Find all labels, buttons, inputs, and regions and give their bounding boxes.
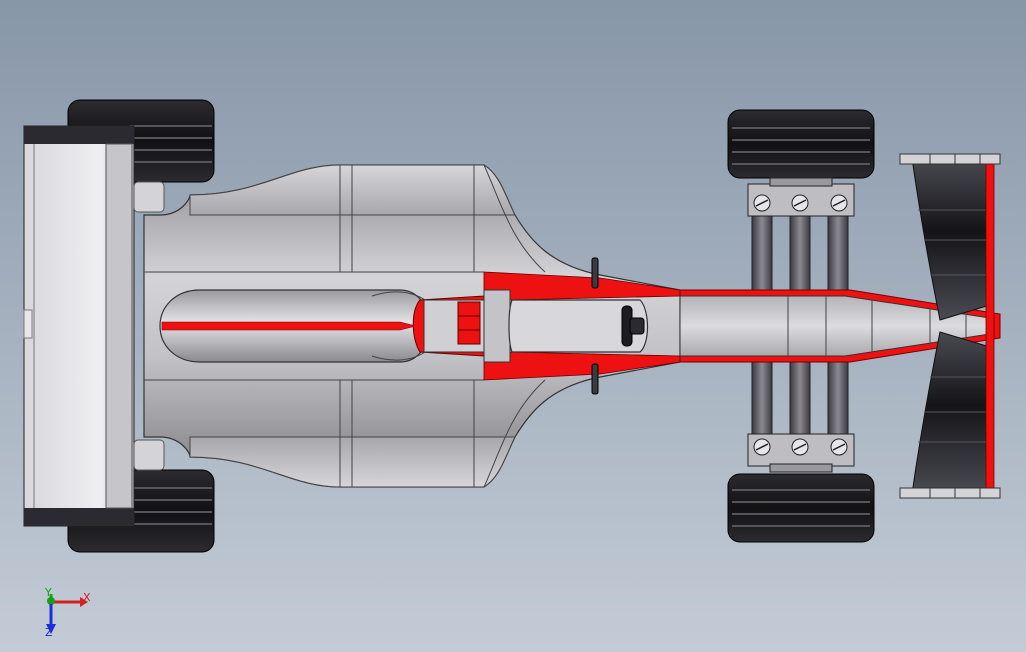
x-axis-arrowhead xyxy=(80,597,88,607)
engine-cover xyxy=(159,289,431,363)
nose-cone xyxy=(679,289,1001,363)
z-axis-label: Z xyxy=(45,626,53,639)
front-wing xyxy=(899,153,1001,499)
front-left-tire xyxy=(727,109,875,179)
y-axis-arrowhead xyxy=(47,597,55,605)
coordinate-triad[interactable]: X Y Z xyxy=(44,586,91,639)
front-suspension xyxy=(747,177,855,473)
front-right-tire xyxy=(727,473,875,543)
mirror-stalks xyxy=(591,257,599,395)
z-axis-arrowhead xyxy=(46,624,56,634)
y-axis-label: Y xyxy=(44,586,52,599)
cockpit xyxy=(412,289,649,363)
rear-wing xyxy=(23,125,135,527)
rear-uprights xyxy=(133,181,165,471)
x-axis-label: X xyxy=(83,591,91,604)
